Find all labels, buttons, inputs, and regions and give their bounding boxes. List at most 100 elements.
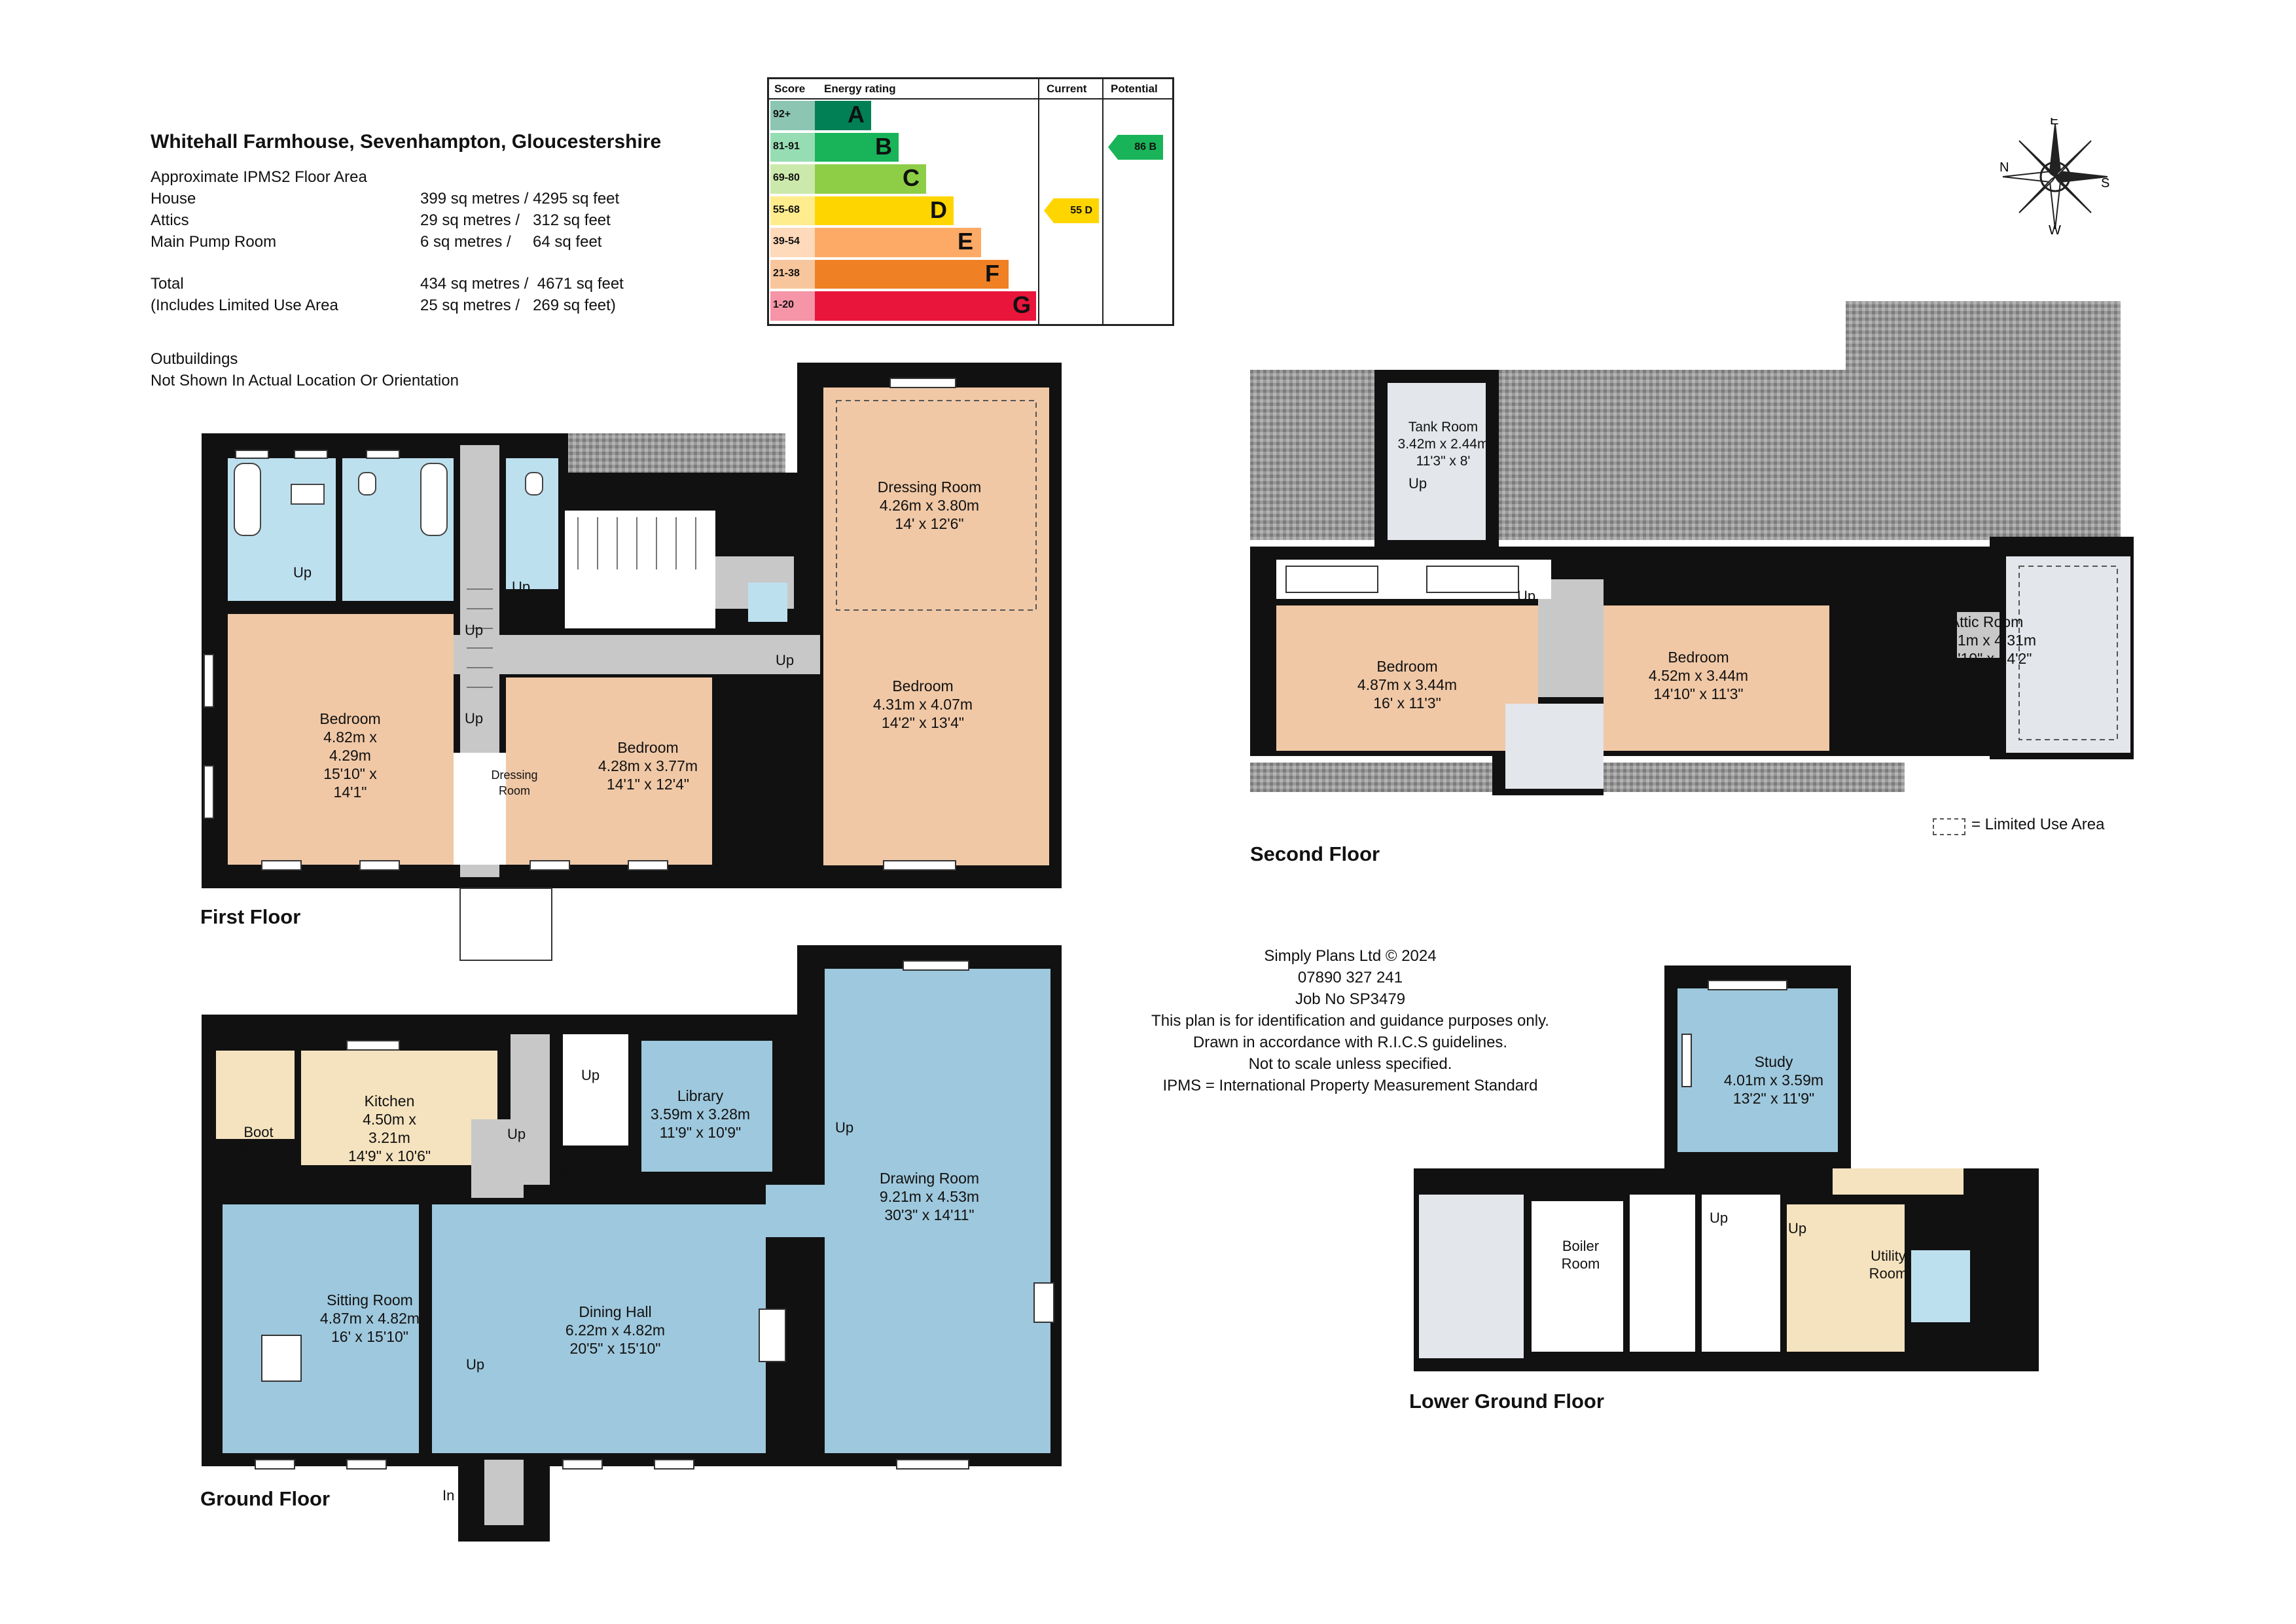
epc-current-arrow: 55 D <box>1044 198 1099 223</box>
epc-band-letter: A <box>848 101 865 128</box>
kitchen <box>301 1051 497 1165</box>
epc-band-bar <box>815 132 899 162</box>
area-heading: Approximate IPMS2 Floor Area <box>151 168 367 186</box>
epc-band-score: 39-54 <box>773 236 800 247</box>
up-label: Up <box>1517 588 1536 604</box>
up-label: Up <box>465 710 484 727</box>
epc-band-letter: D <box>930 196 947 223</box>
compass-rose: N E S W <box>2000 118 2109 236</box>
utility-room <box>1787 1204 1905 1352</box>
epc-band-tint <box>770 196 815 225</box>
up-label: Up <box>466 1356 485 1373</box>
dressing-room <box>823 388 1049 617</box>
bedroom-2 <box>506 677 712 865</box>
epc-band-score: 21-38 <box>773 267 800 279</box>
property-title: Whitehall Farmhouse, Sevenhampton, Glouc… <box>151 131 662 153</box>
epc-band-bar <box>815 228 981 257</box>
epc-header-score: Score <box>774 82 806 95</box>
tank-room <box>1388 383 1486 540</box>
epc-header-current: Current <box>1047 82 1087 95</box>
epc-band-bar <box>815 164 926 194</box>
second-bedroom-1 <box>1276 605 1538 751</box>
epc-band-letter: C <box>903 164 920 191</box>
compass-e: E <box>2050 118 2058 128</box>
up-label: Up <box>776 652 795 668</box>
limited-use-label: = Limited Use Area <box>1971 816 2105 833</box>
epc-band-letter: B <box>875 132 892 160</box>
first-floor-title: First Floor <box>200 905 301 928</box>
epc-header-potential: Potential <box>1111 82 1158 95</box>
epc-band-bar <box>815 101 871 130</box>
limited-use-swatch <box>1933 818 1965 835</box>
attic-room <box>2006 556 2130 753</box>
epc-band-bar <box>815 259 1009 289</box>
up-label: Up <box>1892 628 1910 645</box>
epc-band-bar <box>815 291 1036 321</box>
epc-header-rating: Energy rating <box>824 82 896 95</box>
epc-band-letter: G <box>1013 291 1031 318</box>
up-label: Up <box>835 1119 854 1136</box>
epc-band-tint <box>770 259 815 289</box>
up-label: Up <box>1710 1210 1729 1226</box>
boiler-room <box>1532 1201 1623 1352</box>
ground-floor-plan <box>202 945 1062 1542</box>
epc-band-tint <box>770 101 815 130</box>
compass-w: W <box>2049 223 2061 236</box>
epc-band-tint <box>770 228 815 257</box>
second-bedroom-2 <box>1604 605 1829 751</box>
compass-n: N <box>2000 160 2009 175</box>
epc-band-score: 69-80 <box>773 172 800 183</box>
epc-band-tint <box>770 291 815 321</box>
up-label: Up <box>1408 475 1427 492</box>
epc-band-score: 92+ <box>773 109 791 120</box>
bedroom-3 <box>823 617 1049 865</box>
epc-band-tint <box>770 164 815 194</box>
compass-s: S <box>2101 176 2109 190</box>
up-label: Up <box>1788 1220 1807 1236</box>
epc-band-score: 81-91 <box>773 140 800 152</box>
bedroom-1 <box>228 614 454 865</box>
outbuildings-note: Outbuildings Not Shown In Actual Locatio… <box>151 350 459 389</box>
boot-room <box>216 1051 295 1139</box>
epc-band-bar <box>815 196 954 225</box>
dining-hall <box>432 1204 766 1453</box>
second-floor-plan <box>1250 301 2134 795</box>
lower-ground-floor-title: Lower Ground Floor <box>1409 1390 1604 1413</box>
second-floor-title: Second Floor <box>1250 842 1380 865</box>
epc-band-tint <box>770 132 815 162</box>
study <box>1677 988 1838 1152</box>
dressing-small <box>454 753 506 865</box>
up-label: Up <box>465 622 484 638</box>
up-label: Up <box>512 579 531 595</box>
up-label: Up <box>507 1126 526 1142</box>
credits: Simply Plans Ltd © 2024 07890 327 241 Jo… <box>1151 947 1549 1094</box>
drawing-room <box>825 969 1050 1453</box>
epc-band-letter: E <box>958 228 974 255</box>
up-label: Up <box>581 1067 600 1083</box>
up-label: Up <box>293 564 312 581</box>
epc-band-letter: F <box>985 259 999 287</box>
first-floor-plan <box>202 363 1062 961</box>
lower-ground-floor-plan <box>1414 965 2039 1371</box>
ground-floor-title: Ground Floor <box>200 1487 331 1510</box>
